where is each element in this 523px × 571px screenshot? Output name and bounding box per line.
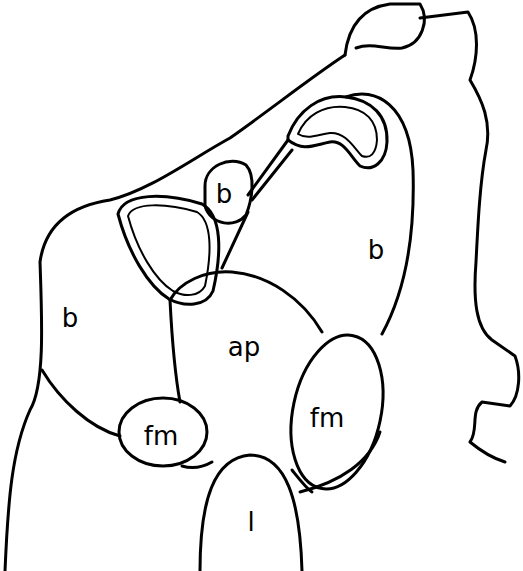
- part-label: fm: [144, 423, 178, 449]
- part-label: b: [62, 305, 79, 331]
- part-label: b: [216, 181, 233, 207]
- part-label: fm: [310, 405, 344, 431]
- part-label: l: [247, 509, 254, 535]
- part-label: ap: [228, 334, 260, 360]
- part-label: b: [368, 237, 385, 263]
